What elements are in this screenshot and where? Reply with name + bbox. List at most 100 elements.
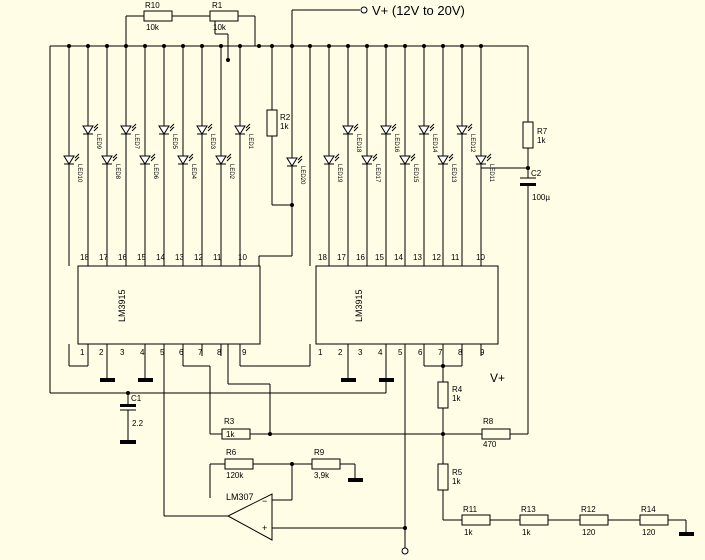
svg-text:1k: 1k bbox=[464, 528, 473, 537]
led-label: LED6 bbox=[152, 164, 158, 180]
svg-text:2.2: 2.2 bbox=[132, 419, 144, 428]
led-icon: LED12 bbox=[456, 123, 475, 153]
svg-text:17: 17 bbox=[337, 253, 346, 262]
svg-text:15: 15 bbox=[137, 253, 146, 262]
chip-left-pins: 18 17 16 15 14 13 12 11 10 1 2 3 4 5 6 7… bbox=[80, 253, 247, 357]
svg-text:18: 18 bbox=[80, 253, 89, 262]
led-icon: LED14 bbox=[418, 123, 437, 153]
led-icon: LED19 bbox=[323, 153, 342, 183]
svg-text:1: 1 bbox=[80, 348, 85, 357]
svg-text:1: 1 bbox=[318, 348, 323, 357]
svg-text:R5: R5 bbox=[452, 468, 463, 477]
resistor-r4: R4 1k bbox=[437, 381, 463, 436]
svg-text:7: 7 bbox=[438, 348, 443, 357]
svg-text:120: 120 bbox=[582, 528, 596, 537]
resistor-r7: R7 1k bbox=[522, 46, 548, 178]
svg-text:1k: 1k bbox=[280, 122, 289, 131]
led-label: LED11 bbox=[488, 164, 494, 183]
led-label: LED20 bbox=[299, 166, 305, 185]
led-label: LED13 bbox=[450, 164, 456, 183]
supply-label: V+ (12V to 20V) bbox=[372, 3, 465, 18]
svg-text:12: 12 bbox=[194, 253, 203, 262]
led-icon: LED13 bbox=[437, 153, 456, 183]
resistor-r9: R9 3,9k bbox=[311, 448, 363, 482]
supply-rail: V+ (12V to 20V) bbox=[50, 3, 528, 47]
svg-text:470: 470 bbox=[483, 440, 497, 449]
svg-text:1k: 1k bbox=[452, 394, 461, 403]
svg-text:6: 6 bbox=[418, 348, 423, 357]
led-label: LED18 bbox=[355, 134, 361, 153]
svg-text:R9: R9 bbox=[314, 448, 325, 457]
led-icon: LED20 bbox=[286, 155, 305, 185]
svg-text:2: 2 bbox=[99, 348, 104, 357]
svg-text:10k: 10k bbox=[146, 23, 160, 32]
svg-text:13: 13 bbox=[175, 253, 184, 262]
capacitor-c2: C2 100µ bbox=[481, 166, 550, 434]
svg-text:9: 9 bbox=[480, 348, 485, 357]
svg-text:6: 6 bbox=[179, 348, 184, 357]
led-bar-layer: LED10LED9LED8LED7LED6LED5LED4LED3LED2LED… bbox=[63, 46, 494, 266]
svg-text:R14: R14 bbox=[641, 505, 656, 514]
led-icon: LED15 bbox=[399, 153, 418, 183]
svg-text:5: 5 bbox=[398, 348, 403, 357]
led-icon: LED8 bbox=[101, 153, 120, 180]
svg-text:+: + bbox=[262, 523, 267, 533]
svg-text:R2: R2 bbox=[280, 113, 291, 122]
svg-text:12: 12 bbox=[432, 253, 441, 262]
svg-text:1k: 1k bbox=[226, 430, 235, 439]
led-icon: LED9 bbox=[82, 123, 101, 150]
svg-text:1k: 1k bbox=[537, 136, 546, 145]
svg-text:13: 13 bbox=[413, 253, 422, 262]
svg-text:C2: C2 bbox=[531, 169, 542, 178]
led-label: LED19 bbox=[336, 164, 342, 183]
led-icon: LED17 bbox=[361, 153, 380, 183]
svg-text:5: 5 bbox=[160, 348, 165, 357]
led-icon: LED11 bbox=[475, 153, 494, 183]
svg-text:16: 16 bbox=[118, 253, 127, 262]
led-label: LED16 bbox=[393, 134, 399, 153]
svg-text:R6: R6 bbox=[226, 448, 237, 457]
led-label: LED7 bbox=[133, 134, 139, 150]
svg-text:R12: R12 bbox=[581, 505, 596, 514]
svg-text:1k: 1k bbox=[522, 528, 531, 537]
svg-text:17: 17 bbox=[99, 253, 108, 262]
svg-text:R10: R10 bbox=[145, 1, 160, 10]
svg-text:C1: C1 bbox=[131, 394, 142, 403]
svg-text:8: 8 bbox=[217, 348, 222, 357]
ground-icon bbox=[348, 478, 363, 482]
led-label: LED15 bbox=[412, 164, 418, 183]
svg-text:R3: R3 bbox=[224, 417, 235, 426]
chip-right: LM3915 bbox=[315, 265, 499, 345]
svg-text:7: 7 bbox=[198, 348, 203, 357]
led-icon: LED18 bbox=[342, 123, 361, 153]
svg-text:LM307: LM307 bbox=[226, 492, 254, 502]
ground-icon bbox=[120, 440, 136, 444]
svg-text:−: − bbox=[262, 496, 267, 506]
led-icon: LED1 bbox=[234, 123, 253, 150]
resistor-r10: R10 10k bbox=[125, 1, 210, 46]
resistor-r5: R5 1k bbox=[437, 434, 463, 521]
led-label: LED10 bbox=[76, 164, 82, 183]
led-label: LED12 bbox=[469, 134, 475, 153]
led-icon: LED6 bbox=[139, 153, 158, 180]
led-label: LED9 bbox=[95, 134, 101, 150]
svg-text:R1: R1 bbox=[212, 1, 223, 10]
led-label: LED14 bbox=[431, 134, 437, 153]
svg-text:18: 18 bbox=[318, 253, 327, 262]
svg-text:10k: 10k bbox=[213, 23, 227, 32]
svg-text:8: 8 bbox=[458, 348, 463, 357]
led-icon: LED7 bbox=[120, 123, 139, 150]
svg-text:3: 3 bbox=[358, 348, 363, 357]
led-icon: LED2 bbox=[215, 153, 234, 180]
led-label: LED17 bbox=[374, 164, 380, 183]
led-label: LED2 bbox=[228, 164, 234, 180]
led-label: LED1 bbox=[247, 134, 253, 150]
svg-text:LM3915: LM3915 bbox=[354, 289, 364, 322]
led-icon: LED10 bbox=[63, 153, 82, 183]
svg-text:11: 11 bbox=[213, 253, 222, 262]
svg-text:14: 14 bbox=[156, 253, 165, 262]
led-label: LED3 bbox=[209, 134, 215, 150]
supply-terminal bbox=[360, 6, 368, 14]
svg-text:R4: R4 bbox=[452, 385, 463, 394]
